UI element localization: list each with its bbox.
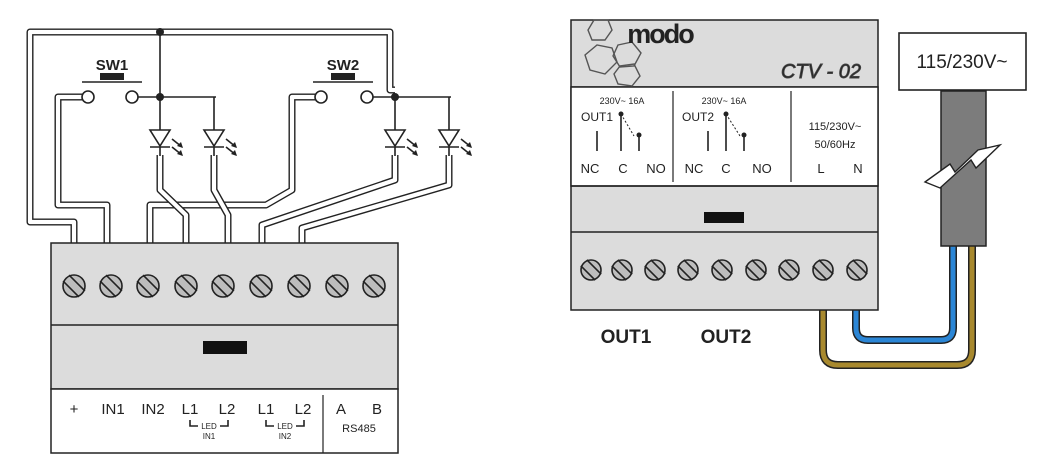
- rs485-label: RS485: [342, 423, 376, 435]
- terminal-label-a: A: [336, 401, 346, 418]
- terminal-label-in2: IN2: [141, 401, 164, 418]
- terminal-screw-icon: [211, 274, 235, 298]
- power-frequency: 50/60Hz: [815, 139, 856, 151]
- led-group: [148, 97, 472, 156]
- terminal-screw-icon: [287, 274, 311, 298]
- terminal-screw-icon: [249, 274, 273, 298]
- terminal-label-b: B: [372, 401, 382, 418]
- power-voltage: 115/230V~: [809, 121, 862, 133]
- left-module-body: + IN1 IN2 L1 L2 L1 L2 A B LED IN1 LED IN…: [50, 242, 399, 454]
- contact-n: N: [853, 161, 862, 176]
- terminal-screw-icon: [580, 259, 602, 281]
- status-led-window: [203, 341, 247, 354]
- out2-name: OUT2: [682, 110, 714, 124]
- modo-logo: modo: [584, 19, 696, 87]
- out2-panel: 230V~ 16A OUT2 NC C NO: [682, 96, 772, 176]
- out1-rating: 230V~ 16A: [600, 96, 645, 106]
- terminal-label-plus: +: [70, 401, 79, 418]
- terminal-label-l1: L1: [182, 401, 199, 418]
- contact-no: NO: [646, 161, 666, 176]
- power-panel: 115/230V~ 50/60Hz L N: [809, 121, 863, 176]
- supply-label-box: [898, 32, 1027, 91]
- supply-cable: 115/230V~: [898, 32, 1027, 247]
- sw1-contact-left: [81, 90, 95, 104]
- in2-sublabel: IN2: [279, 432, 292, 441]
- contact-l: L: [817, 161, 824, 176]
- brand-logo-text: modo: [627, 19, 694, 49]
- terminal-screw-icon: [745, 259, 767, 281]
- terminal-screw-icon: [362, 274, 386, 298]
- status-led-window: [704, 212, 744, 223]
- terminal-screw-icon: [644, 259, 666, 281]
- neutral-wire-brown: [820, 246, 975, 368]
- terminal-screw-icon: [812, 259, 834, 281]
- left-wiring: [26, 28, 453, 243]
- out2-rating: 230V~ 16A: [702, 96, 747, 106]
- right-module: modo CTV - 02 230V~ 16A OUT1 NC C NO 230…: [570, 19, 1027, 369]
- terminal-screws: [580, 259, 868, 281]
- terminal-label-l1: L1: [258, 401, 275, 418]
- terminal-screw-icon: [136, 274, 160, 298]
- terminal-labels: + IN1 IN2 L1 L2 L1 L2 A B LED IN1 LED IN…: [70, 401, 382, 441]
- led-sublabel: LED: [201, 422, 217, 431]
- terminal-screws: [62, 274, 386, 298]
- switch-sw1: SW1: [81, 57, 216, 104]
- switch-sw2: SW2: [156, 28, 451, 104]
- terminal-screw-icon: [325, 274, 349, 298]
- led-sublabel: LED: [277, 422, 293, 431]
- terminal-label-l2: L2: [219, 401, 236, 418]
- out1-panel: 230V~ 16A OUT1 NC C NO: [581, 96, 666, 176]
- terminal-screw-icon: [677, 259, 699, 281]
- sw2-label: SW2: [327, 57, 360, 74]
- cable-break-icon: [923, 143, 1003, 189]
- terminal-screw-icon: [778, 259, 800, 281]
- supply-label: 115/230V~: [916, 52, 1007, 73]
- sw2-contact-right: [360, 90, 374, 104]
- contact-c: C: [618, 161, 627, 176]
- led-icon: [437, 97, 472, 156]
- terminal-label-in1: IN1: [101, 401, 124, 418]
- in1-sublabel: IN1: [203, 432, 216, 441]
- sw1-label: SW1: [96, 57, 129, 74]
- contact-c: C: [721, 161, 730, 176]
- led-icon: [383, 97, 418, 156]
- terminal-screw-icon: [99, 274, 123, 298]
- sw2-contact-left: [314, 90, 328, 104]
- out1-name: OUT1: [581, 110, 613, 124]
- sw2-button: [331, 73, 355, 80]
- line-wire-blue: [853, 246, 956, 343]
- sw1-contact-right: [125, 90, 139, 104]
- model-label: CTV - 02: [781, 61, 861, 83]
- left-module: SW1 SW2: [26, 28, 472, 454]
- out1-bottom-label: OUT1: [601, 327, 652, 348]
- contact-no: NO: [752, 161, 772, 176]
- out2-bottom-label: OUT2: [701, 327, 752, 348]
- supply-wires: [819, 246, 976, 369]
- terminal-screw-icon: [711, 259, 733, 281]
- right-module-body: modo CTV - 02 230V~ 16A OUT1 NC C NO 230…: [570, 19, 879, 311]
- led-icon: [148, 97, 183, 156]
- led-icon: [202, 97, 237, 156]
- contact-nc: NC: [581, 161, 600, 176]
- contact-nc: NC: [685, 161, 704, 176]
- terminal-screw-icon: [174, 274, 198, 298]
- terminal-screw-icon: [62, 274, 86, 298]
- sw1-button: [100, 73, 124, 80]
- terminal-screw-icon: [846, 259, 868, 281]
- terminal-label-l2: L2: [295, 401, 312, 418]
- terminal-screw-icon: [611, 259, 633, 281]
